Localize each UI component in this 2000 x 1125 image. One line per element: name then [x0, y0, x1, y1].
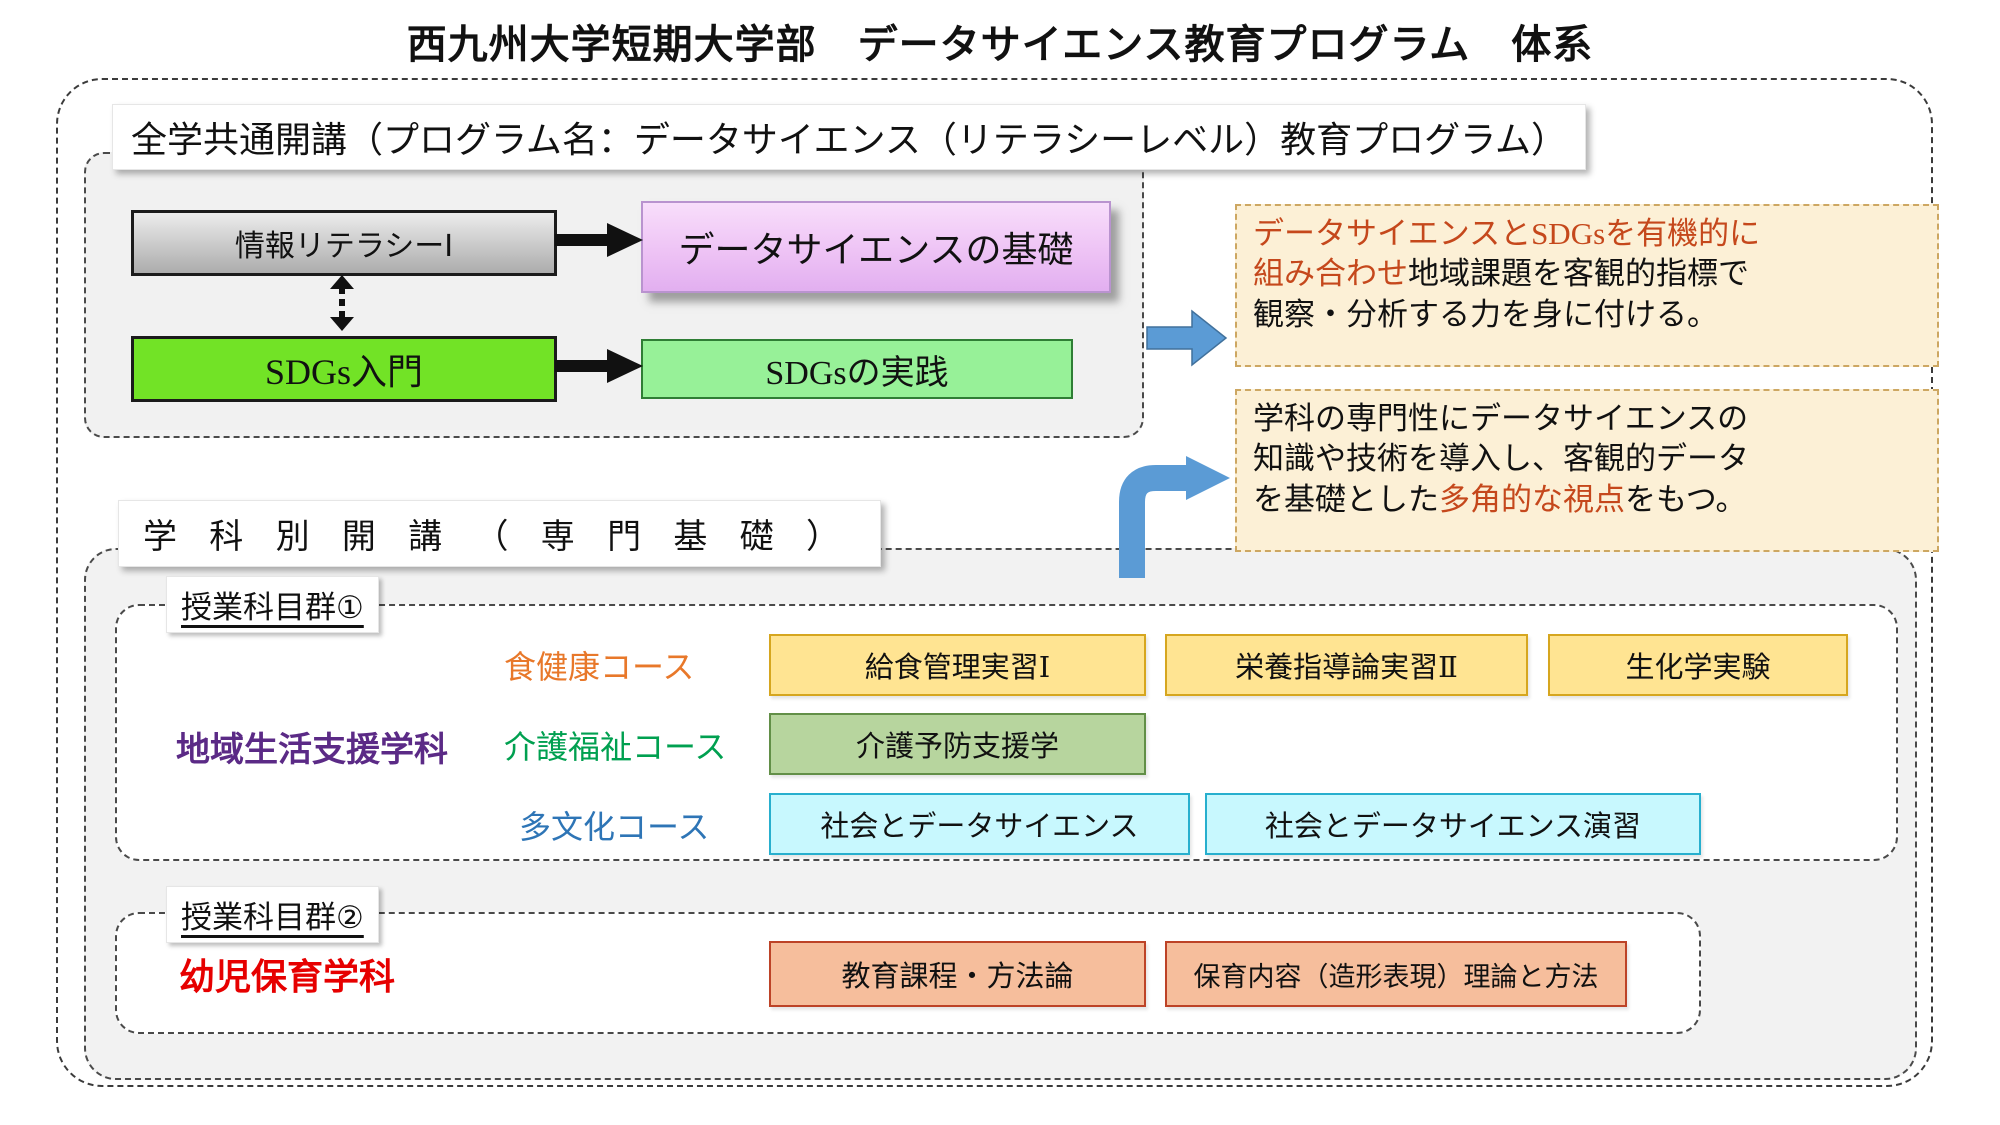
subject-box-shakai-ds: 社会とデータサイエンス — [769, 793, 1190, 855]
subject-box-seikagaku: 生化学実験 — [1548, 634, 1848, 696]
page-title: 西九州大学短期大学部 データサイエンス教育プログラム 体系 — [406, 23, 1594, 67]
outcome2-black-text: 学科の専門性にデータサイエンスの — [1253, 401, 1749, 436]
subject-box-eiyo: 栄養指導論実習Ⅱ — [1165, 634, 1528, 696]
blue-arrow-outcome1-icon — [1146, 309, 1228, 367]
outcome2-line1: 学科の専門性にデータサイエンスの — [1253, 399, 1921, 439]
outcome1-red-text: データサイエンスとSDGsを有機的に — [1253, 216, 1761, 251]
outcome-box-2: 学科の専門性にデータサイエンスの 知識や技術を導入し、客観的データ を基礎とした… — [1235, 389, 1939, 552]
outcome2-red-text: 多角的な視点 — [1439, 481, 1625, 517]
group1-label: 授業科目群① — [166, 576, 379, 633]
outer-dashed-frame — [56, 78, 1933, 1087]
outcome1-line3: 観察・分析する力を身に付ける。 — [1253, 295, 1921, 335]
sdgs-intro-label: SDGs入門 — [264, 352, 424, 392]
info-literacy-label: 情報リテラシーⅠ — [234, 230, 454, 263]
outcome1-line2: 組み合わせ地域課題を客観的指標で — [1253, 254, 1921, 294]
outcome2-black-text4: をもつ。 — [1625, 481, 1747, 517]
info-literacy-box: 情報リテラシーⅠ — [131, 210, 557, 276]
ds-foundation-label: データサイエンスの基礎 — [678, 230, 1074, 270]
outcome1-black-text: 地域課題を客観的指標で — [1408, 256, 1749, 292]
outcome2-black-text3: を基礎とした — [1253, 481, 1439, 517]
outcome2-black-text2: 知識や技術を導入し、客観的データ — [1253, 441, 1749, 477]
subject-box-shakai-ds-enshu: 社会とデータサイエンス演習 — [1205, 793, 1701, 855]
outcome-box-1: データサイエンスとSDGsを有機的に 組み合わせ地域課題を客観的指標で 観察・分… — [1235, 204, 1939, 367]
department-section-label: 学科別開講（専門基礎） — [118, 500, 882, 567]
outcome2-line3: を基礎とした多角的な視点をもつ。 — [1253, 480, 1921, 520]
blue-elbow-arrow-outcome2-icon — [1119, 456, 1230, 578]
subject-box-kyushoku: 給食管理実習Ⅰ — [769, 634, 1146, 696]
outcome1-black-text2: 観察・分析する力を身に付ける。 — [1253, 296, 1718, 332]
ds-foundation-box: データサイエンスの基礎 — [641, 201, 1111, 293]
sdgs-practice-box: SDGsの実践 — [641, 339, 1073, 399]
regional-dept-name: 地域生活支援学科 — [176, 731, 448, 769]
double-arrow-info-sdgs-icon — [330, 275, 354, 331]
common-section-label-text: 全学共通開講（プログラム名：データサイエンス（リテラシーレベル）教育プログラム） — [131, 119, 1568, 160]
food-health-course-label: 食健康コース — [504, 649, 695, 685]
arrow-info-to-foundation-icon — [555, 223, 643, 257]
childcare-dept-name: 幼児保育学科 — [179, 956, 396, 997]
department-section-label-text: 学科別開講（専門基礎） — [143, 518, 873, 556]
sdgs-practice-label: SDGsの実践 — [765, 354, 949, 392]
common-section-label: 全学共通開講（プログラム名：データサイエンス（リテラシーレベル）教育プログラム） — [112, 104, 1587, 170]
subject-box-hoiku-naiyo: 保育内容（造形表現）理論と方法 — [1165, 941, 1627, 1007]
arrow-sdgsintro-to-practice-icon — [555, 349, 643, 383]
outcome2-line2: 知識や技術を導入し、客観的データ — [1253, 439, 1921, 479]
outcome1-red-text2: 組み合わせ — [1253, 256, 1408, 292]
care-welfare-course-label: 介護福祉コース — [504, 729, 727, 765]
group2-label: 授業科目群② — [166, 886, 379, 943]
group1-label-text: 授業科目群① — [181, 590, 364, 625]
outcome1-line1: データサイエンスとSDGsを有機的に — [1253, 214, 1921, 254]
subject-box-kaigo: 介護予防支援学 — [769, 713, 1146, 775]
group2-label-text: 授業科目群② — [181, 900, 364, 935]
subject-box-kyoiku-katei: 教育課程・方法論 — [769, 941, 1146, 1007]
multicultural-course-label: 多文化コース — [519, 809, 710, 845]
sdgs-intro-box: SDGs入門 — [131, 336, 557, 402]
